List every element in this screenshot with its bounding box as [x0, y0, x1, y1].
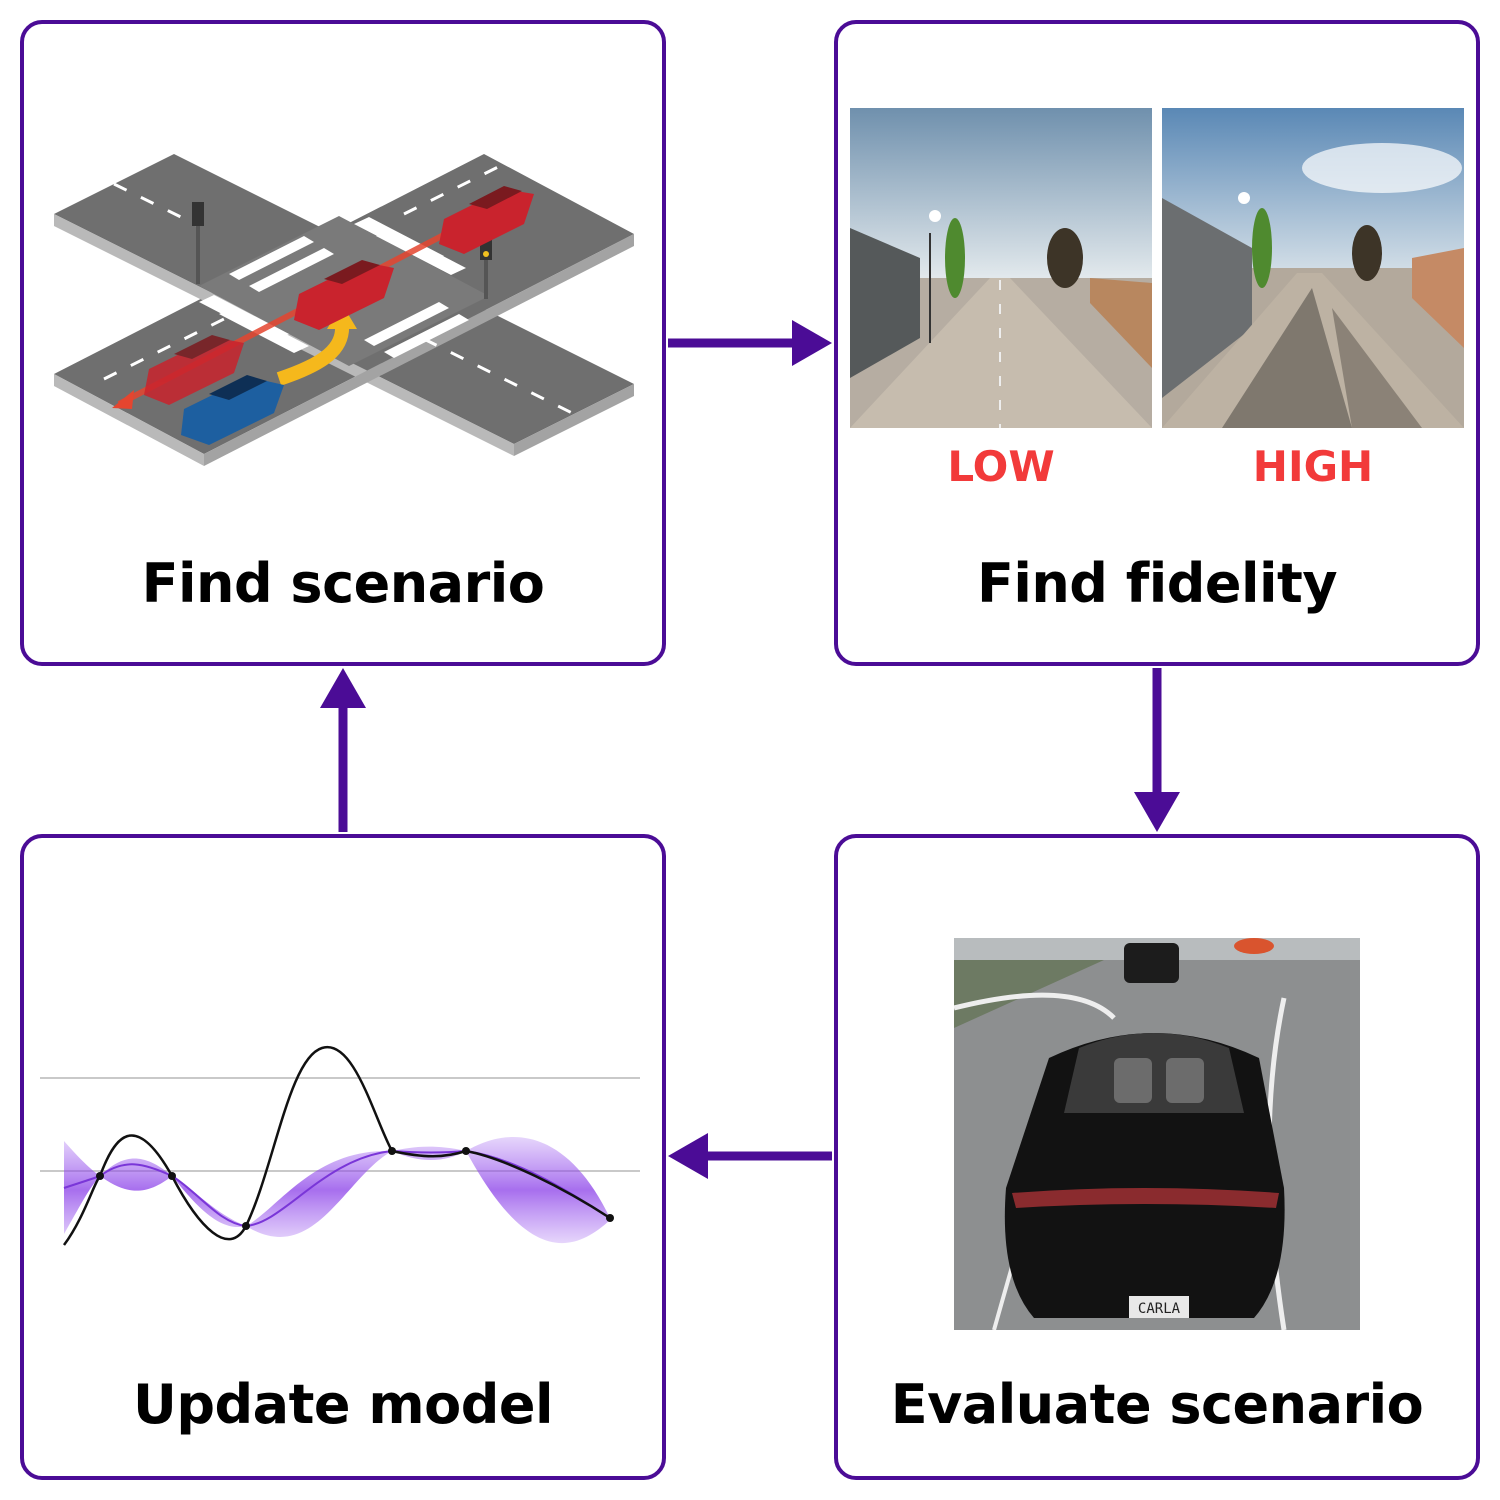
arrow-down-right: [1134, 792, 1180, 832]
low-fidelity-image: [850, 108, 1152, 428]
arrow-left-bottom: [668, 1133, 708, 1179]
evaluate-scenario-panel: CARLA Evaluate scenario: [834, 834, 1480, 1480]
gp-model-plot: [40, 1045, 640, 1246]
find-fidelity-panel: LOW HIGH Find fidelity: [834, 20, 1480, 666]
red-car-icon: [439, 186, 534, 254]
intersection-illustration: [54, 132, 634, 466]
license-plate: CARLA: [1138, 1301, 1181, 1317]
high-fidelity-image: [1162, 108, 1464, 428]
observation-point: [606, 1214, 614, 1222]
carla-car-image: CARLA: [954, 938, 1360, 1330]
observation-point: [388, 1147, 396, 1155]
arrow-right-top: [792, 320, 832, 366]
observation-point: [242, 1222, 250, 1230]
panel-title: Find fidelity: [976, 552, 1338, 615]
red-car-icon: [294, 260, 394, 330]
low-fidelity-label: LOW: [947, 442, 1055, 491]
find-scenario-panel: Find scenario: [20, 20, 666, 666]
panel-title: Find scenario: [141, 552, 545, 615]
update-model-panel: Update model: [20, 834, 666, 1480]
panel-title: Update model: [133, 1373, 554, 1436]
observation-point: [168, 1172, 176, 1180]
panel-title: Evaluate scenario: [890, 1373, 1424, 1436]
blue-car-icon: [181, 375, 284, 445]
observation-point: [96, 1172, 104, 1180]
red-car-icon: [144, 335, 244, 405]
high-fidelity-label: HIGH: [1252, 442, 1374, 491]
arrow-up-left: [320, 668, 366, 708]
observation-point: [462, 1147, 470, 1155]
